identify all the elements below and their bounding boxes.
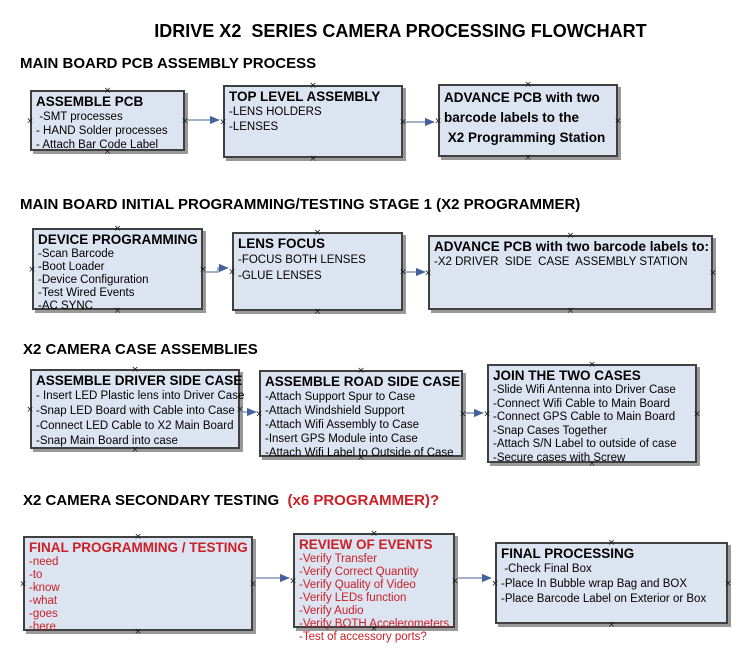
box-item: -AC SYNC — [38, 300, 93, 312]
box-item: -Attach Wifi Label to Outside of Case — [265, 447, 454, 459]
box-title: JOIN THE TWO CASES — [493, 368, 641, 383]
box-item: -what — [29, 595, 58, 607]
flow-box: JOIN THE TWO CASES-Slide Wifi Antenna in… — [487, 364, 697, 464]
box-item: -Snap Cases Together — [493, 424, 608, 437]
box-item: -Connect LED Cable to X2 Main Board — [36, 420, 234, 432]
box-item: -know — [29, 582, 60, 594]
section-heading: MAIN BOARD PCB ASSEMBLY PROCESS — [20, 55, 316, 72]
section-heading: X2 CAMERA SECONDARY TESTING (x6 PROGRAMM… — [23, 492, 439, 509]
box-item: -to — [29, 569, 43, 581]
box-title: ADVANCE PCB with two barcode labels to: — [434, 239, 710, 254]
box-item: barcode labels to the — [444, 110, 580, 125]
box-title: ASSEMBLE PCB — [36, 94, 144, 109]
box-item: -Test of accessory ports? — [299, 631, 427, 643]
box-item: - Attach Bar Code Label — [36, 139, 159, 151]
box-item: -Verify Transfer — [299, 553, 377, 565]
box-item: -Attach Support Spur to Case — [265, 391, 416, 403]
box-item: -Scan Barcode — [38, 248, 115, 260]
box-title: REVIEW OF EVENTS — [299, 537, 433, 552]
box-item: - Insert LED Plastic lens into Driver Ca… — [36, 390, 245, 402]
box-title: DEVICE PROGRAMMING — [38, 232, 198, 247]
flow-box: ASSEMBLE PCB -SMT processes - HAND Solder… — [30, 90, 185, 151]
flow-box: FINAL PROGRAMMING / TESTING-need-to-know… — [23, 536, 253, 633]
box-title: ASSEMBLE DRIVER SIDE CASE — [36, 373, 243, 388]
box-item: -Verify Quality of Video — [299, 579, 416, 591]
box-title: FINAL PROCESSING — [501, 546, 635, 561]
flow-box: ASSEMBLE DRIVER SIDE CASE - Insert LED Pl… — [30, 369, 245, 449]
box-item: -Insert GPS Module into Case — [265, 433, 418, 445]
flow-box: ADVANCE PCB with two barcode labels to th… — [438, 84, 618, 157]
box-item: -here — [29, 621, 56, 633]
box-item: ADVANCE PCB with two — [444, 90, 600, 105]
box-item: -LENSES — [229, 121, 279, 133]
section-heading: X2 CAMERA CASE ASSEMBLIES — [23, 341, 258, 358]
box-item: -Device Configuration — [38, 274, 149, 286]
box-item: -FOCUS BOTH LENSES — [238, 254, 366, 266]
box-item: -Boot Loader — [38, 261, 105, 273]
box-item: -Snap Main Board into case — [36, 435, 178, 447]
box-item: -X2 DRIVER SIDE CASE ASSEMBLY STATION — [434, 256, 688, 268]
box-item: -Snap LED Board with Cable into Case — [36, 405, 235, 417]
box-item: -Slide Wifi Antenna into Driver Case — [493, 384, 676, 396]
box-item: -Connect GPS Cable to Main Board — [493, 411, 676, 423]
box-item: -Verify LEDs function — [299, 592, 407, 604]
box-item: -Attach S/N Label to outside of case — [493, 438, 677, 450]
section-heading-text: MAIN BOARD PCB ASSEMBLY PROCESS — [20, 55, 317, 72]
flow-box: ASSEMBLE ROAD SIDE CASE -Attach Support S… — [259, 370, 463, 459]
box-title: FINAL PROGRAMMING / TESTING — [29, 540, 248, 555]
box-item: -LENS HOLDERS — [229, 106, 322, 118]
section-heading-text: X2 CAMERA SECONDARY TESTING — [23, 492, 280, 509]
box-title: TOP LEVEL ASSEMBLY — [229, 89, 381, 104]
box-item: -Check Final Box — [501, 563, 592, 575]
connector-arrow — [205, 263, 229, 273]
box-item: - HAND Solder processes — [36, 125, 168, 137]
flow-box: ADVANCE PCB with two barcode labels to: -… — [428, 235, 713, 310]
box-title: LENS FOCUS — [238, 236, 326, 251]
box-item: -Secure cases with Screw — [493, 451, 626, 464]
flow-box: TOP LEVEL ASSEMBLY -LENS HOLDERS -LENSES — [223, 85, 403, 158]
box-item: X2 Programming Station — [444, 130, 606, 145]
page-title: IDRIVE X2 SERIES CAMERA PROCESSING FLOWC… — [154, 21, 647, 41]
box-item: -Connect Wifi Cable to Main Board — [493, 397, 671, 410]
box-title: ASSEMBLE ROAD SIDE CASE — [265, 374, 461, 389]
box-item: -Attach Windshield Support — [265, 405, 405, 417]
flow-box: FINAL PROCESSING -Check Final Box -Place … — [495, 542, 728, 624]
section-heading-text: MAIN BOARD INITIAL PROGRAMMING/TESTING S… — [20, 196, 581, 213]
box-item: -Verify Audio — [299, 605, 364, 617]
box-item: -Place Barcode Label on Exterior or Box — [501, 593, 707, 605]
box-item: -Test Wired Events — [38, 287, 135, 299]
flow-box: DEVICE PROGRAMMING-Scan Barcode-Boot Loa… — [32, 228, 203, 312]
box-item: -Place In Bubble wrap Bag and BOX — [501, 578, 688, 590]
flow-box: LENS FOCUS -FOCUS BOTH LENSES -GLUE LENSES — [232, 232, 403, 311]
section-heading: MAIN BOARD INITIAL PROGRAMMING/TESTING S… — [20, 196, 580, 213]
box-item: -goes — [29, 608, 58, 620]
box-item: -Attach Wifi Assembly to Case — [265, 419, 420, 431]
flow-box: REVIEW OF EVENTS-Verify Transfer-Verify … — [293, 533, 455, 643]
section-heading-red-text: (x6 PROGRAMMER)? — [279, 492, 440, 509]
box-item: -need — [29, 556, 59, 568]
box-item: -Verify Correct Quantity — [299, 566, 419, 578]
box-item: -SMT processes — [36, 111, 123, 123]
box-item: -GLUE LENSES — [238, 270, 322, 282]
section-heading-text: X2 CAMERA CASE ASSEMBLIES — [23, 341, 258, 358]
box-item: -Verify BOTH Accelerometers — [299, 618, 450, 630]
